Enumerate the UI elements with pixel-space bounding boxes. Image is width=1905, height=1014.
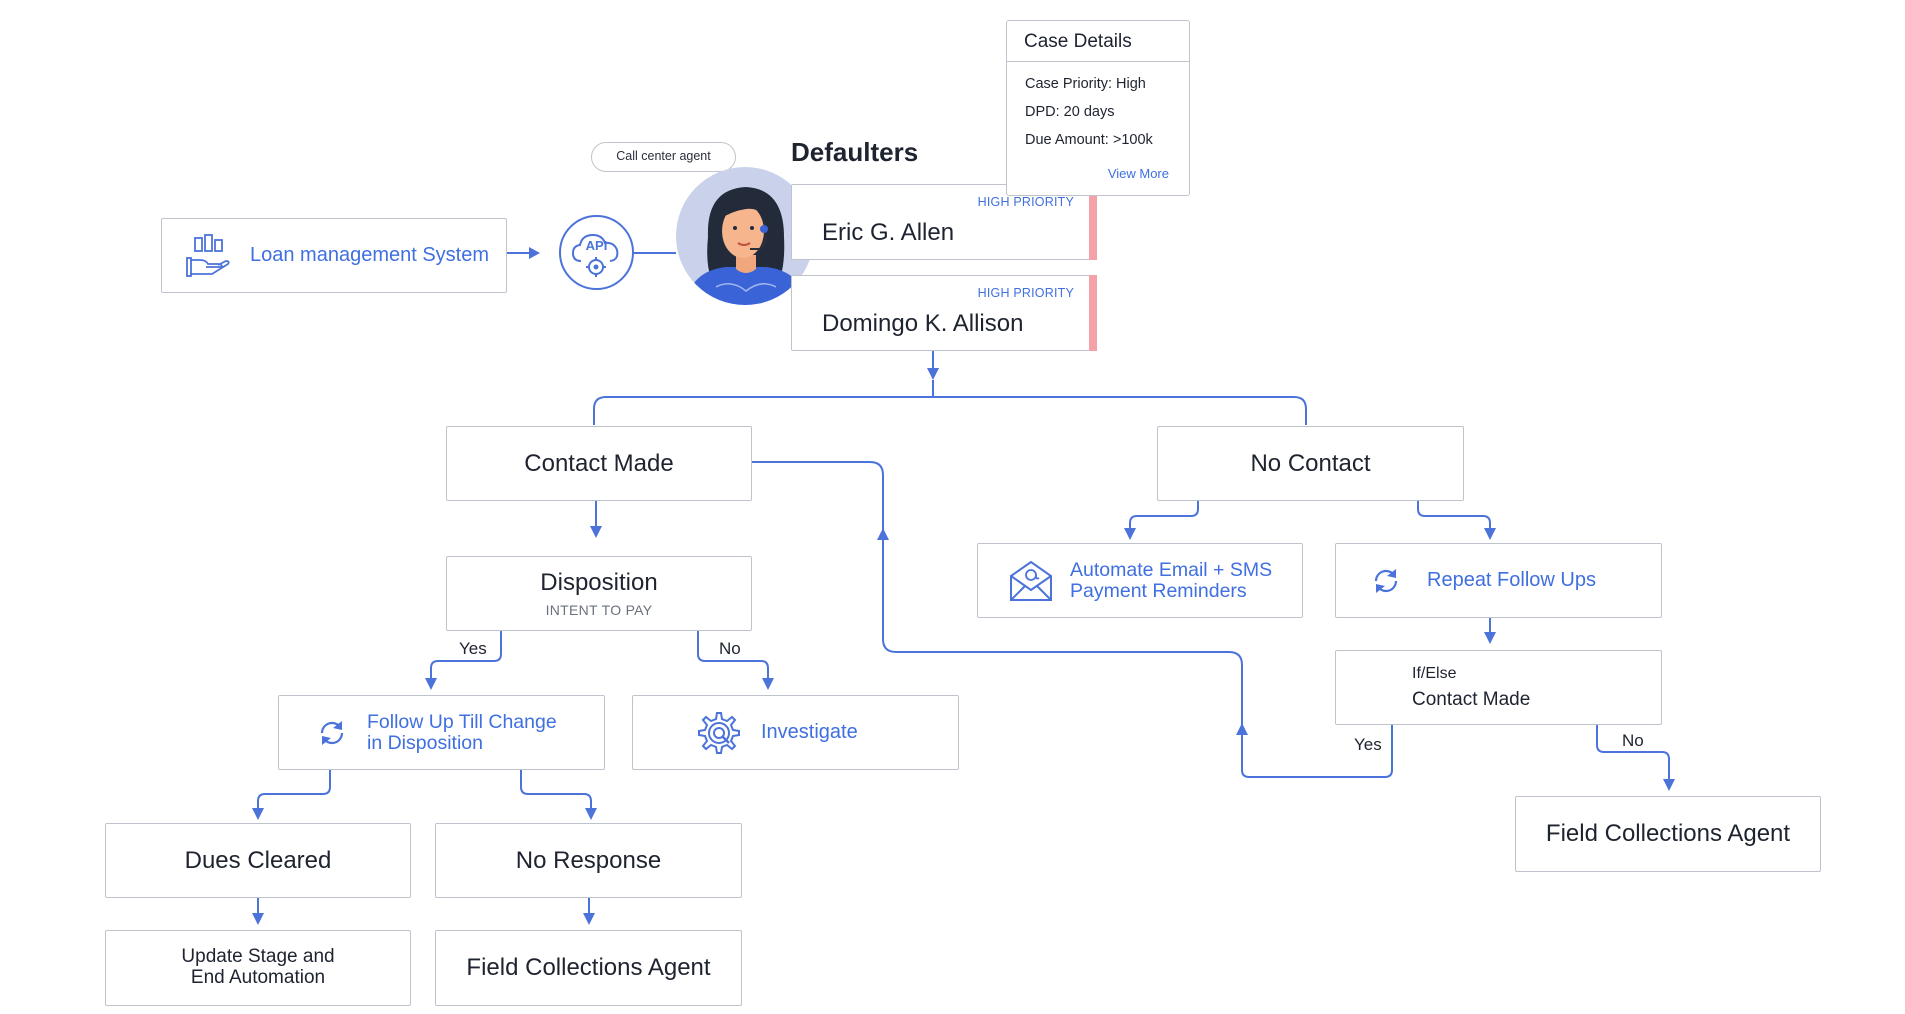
- email-sms-node[interactable]: Automate Email + SMS Payment Reminders: [977, 543, 1303, 618]
- node-label: Field Collections Agent: [1545, 820, 1791, 847]
- view-more-link[interactable]: View More: [1107, 166, 1169, 181]
- repeat-follow-ups-node[interactable]: Repeat Follow Ups: [1335, 543, 1662, 618]
- node-label: Repeat Follow Ups: [1427, 569, 1596, 591]
- node-label: Investigate: [761, 721, 858, 743]
- priority-stripe: [1089, 275, 1097, 351]
- dues-cleared-node[interactable]: Dues Cleared: [105, 823, 411, 898]
- field-collections-agent-node[interactable]: Field Collections Agent: [435, 930, 742, 1006]
- gear-investigate-icon: [698, 711, 740, 754]
- page-title: Defaulters: [791, 137, 919, 167]
- node-label: If/Else: [1412, 664, 1457, 682]
- field-collections-agent-node[interactable]: Field Collections Agent: [1515, 796, 1821, 872]
- loan-system-label: Loan management System: [250, 244, 490, 266]
- priority-badge: HIGH PRIORITY: [977, 286, 1074, 300]
- no-response-node[interactable]: No Response: [435, 823, 742, 898]
- node-label: Contact Made: [524, 449, 674, 477]
- node-label: No Response: [515, 846, 662, 874]
- node-label: No Contact: [1250, 449, 1371, 477]
- update-stage-node[interactable]: Update Stage and End Automation: [105, 930, 411, 1006]
- node-label-line: End Automation: [190, 967, 326, 988]
- node-label-line: in Disposition: [367, 731, 483, 754]
- branch-no-right-label: No: [1622, 731, 1644, 750]
- defaulter-card-eric[interactable]: HIGH PRIORITY Eric G. Allen: [791, 184, 1097, 260]
- node-sublabel: Contact Made: [1412, 688, 1531, 710]
- node-sublabel: INTENT TO PAY: [545, 602, 653, 618]
- disposition-node[interactable]: Disposition INTENT TO PAY: [446, 556, 752, 631]
- case-detail-row: Case Priority: High: [1025, 76, 1146, 92]
- if-else-node[interactable]: If/Else Contact Made: [1335, 650, 1662, 725]
- api-cloud-icon: [571, 233, 619, 277]
- defaulter-name: Domingo K. Allison: [822, 310, 1024, 337]
- branch-yes-label: Yes: [459, 639, 487, 658]
- api-label: API: [585, 238, 608, 253]
- refresh-icon: [320, 720, 344, 745]
- investigate-node[interactable]: Investigate: [632, 695, 959, 770]
- agent-role-label: Call center agent: [616, 149, 711, 163]
- loan-system-node[interactable]: Loan management System: [161, 218, 507, 293]
- node-label: Follow Up Till Change in Disposition: [367, 712, 557, 753]
- email-icon: [1010, 560, 1052, 601]
- no-contact-node[interactable]: No Contact: [1157, 426, 1464, 501]
- case-details-popover: Case Details Case Priority: High DPD: 20…: [1006, 20, 1190, 196]
- node-label-line: Update Stage and: [181, 946, 335, 968]
- case-detail-row: Due Amount: >100k: [1025, 132, 1153, 148]
- node-label-line: Payment Reminders: [1070, 579, 1247, 602]
- case-detail-row: DPD: 20 days: [1025, 104, 1115, 120]
- node-label-line: Automate Email + SMS: [1070, 559, 1273, 582]
- priority-stripe: [1089, 184, 1097, 260]
- case-details-title: Case Details: [1007, 21, 1189, 62]
- defaulter-name: Eric G. Allen: [822, 219, 955, 246]
- agent-role-tag: Call center agent: [591, 142, 736, 172]
- node-label: Dues Cleared: [184, 846, 332, 874]
- node-label: Automate Email + SMS Payment Reminders: [1070, 560, 1272, 601]
- defaulter-card-domingo[interactable]: HIGH PRIORITY Domingo K. Allison: [791, 275, 1097, 351]
- priority-badge: HIGH PRIORITY: [977, 195, 1074, 209]
- api-node[interactable]: API: [559, 215, 634, 290]
- refresh-icon: [1374, 568, 1398, 593]
- follow-up-node[interactable]: Follow Up Till Change in Disposition: [278, 695, 605, 770]
- node-label: Disposition: [540, 569, 658, 596]
- node-label-line: Follow Up Till Change: [367, 711, 557, 734]
- contact-made-node[interactable]: Contact Made: [446, 426, 752, 501]
- loan-system-icon: [186, 233, 230, 277]
- node-label: Field Collections Agent: [466, 954, 711, 981]
- branch-yes-right-label: Yes: [1354, 735, 1382, 754]
- branch-no-label: No: [719, 639, 741, 658]
